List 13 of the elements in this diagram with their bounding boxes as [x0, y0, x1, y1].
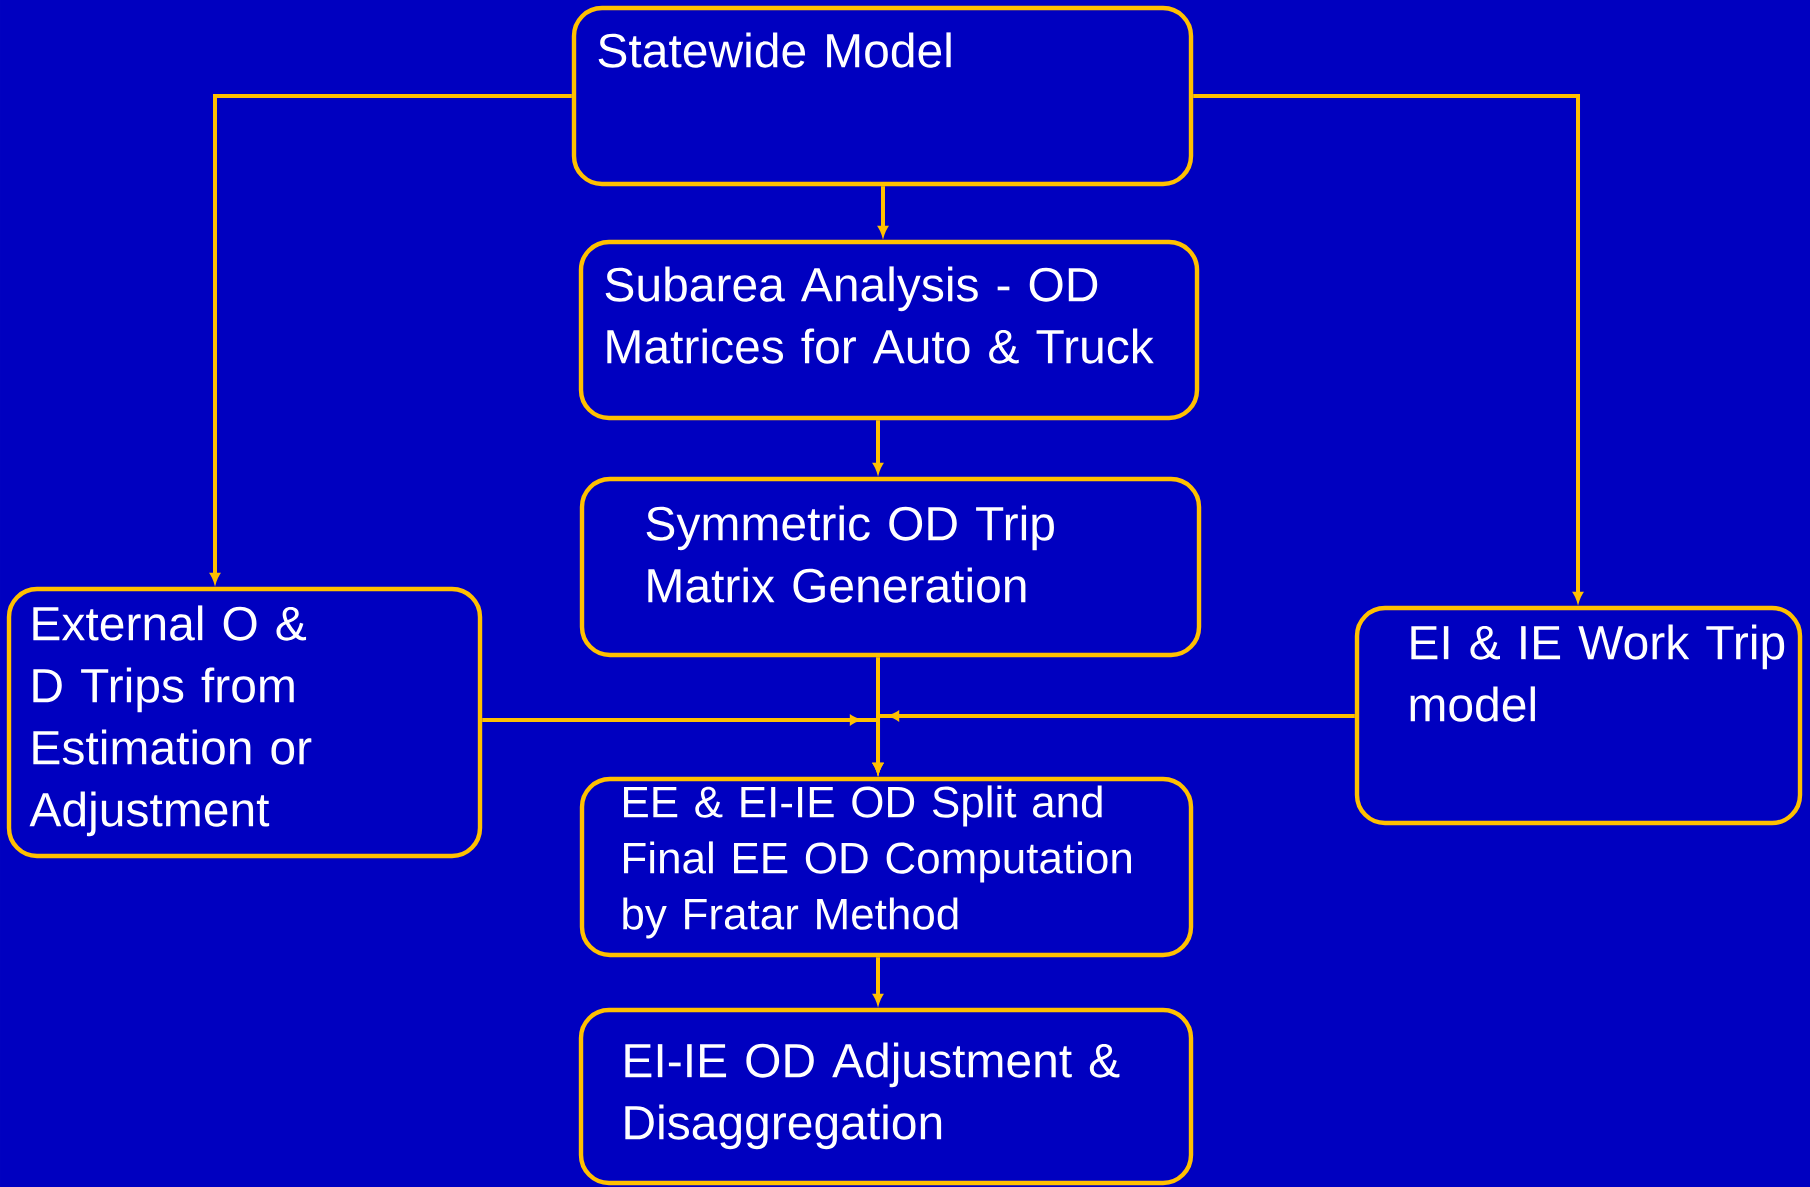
- process-box: Subarea Analysis - OD Matrices for Auto & Truck: [578, 239, 1200, 421]
- arrow: [210, 94, 572, 584]
- process-box: Statewide Model: [571, 5, 1194, 187]
- process-box: Symmetric OD Trip Matrix Generation: [579, 476, 1202, 658]
- arrow: [873, 711, 1355, 774]
- process-box: External O & D Trips from Estimation or Adjustment: [6, 586, 483, 859]
- arrow: [1193, 94, 1583, 603]
- process-box: EI-IE OD Adjustment & Disaggregation: [578, 1007, 1194, 1186]
- arrow: [873, 957, 883, 1005]
- process-box: EE & EI-IE OD Split and Final EE OD Computation by Fratar Method: [579, 776, 1194, 958]
- process-box: EI & IE Work Trip model: [1354, 605, 1803, 826]
- arrow: [873, 420, 883, 474]
- arrow: [878, 186, 888, 237]
